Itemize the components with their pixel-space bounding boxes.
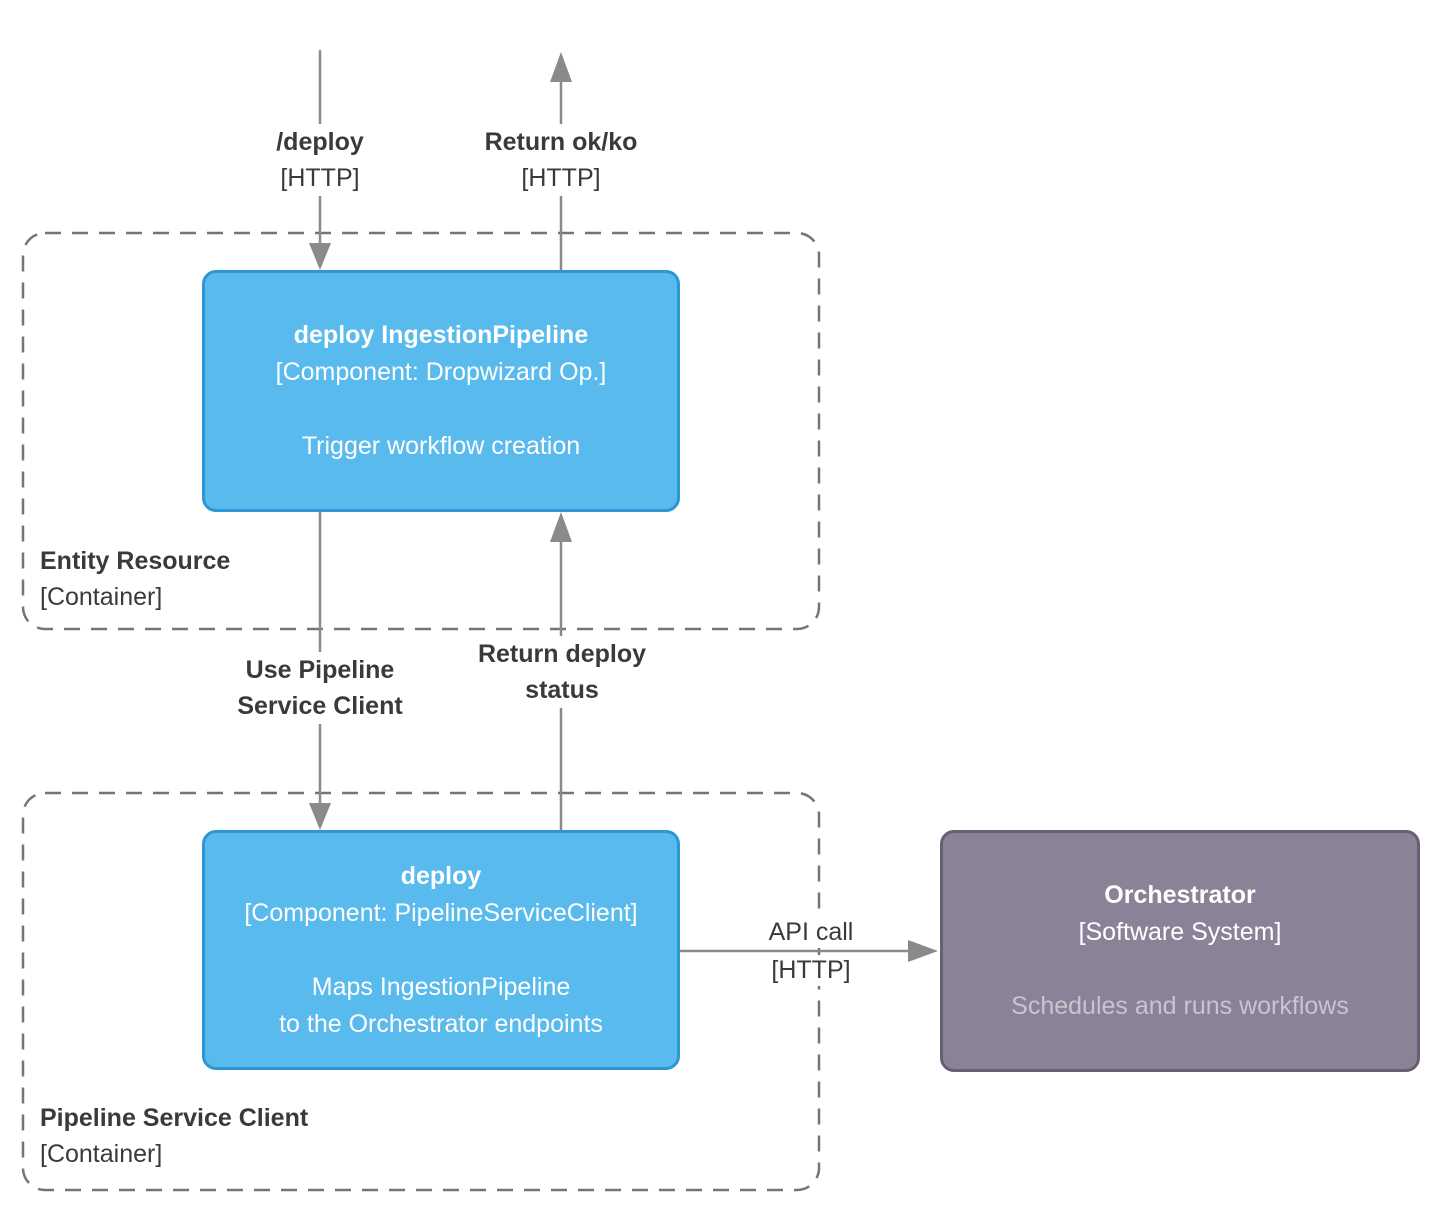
edge-label-api-call-technology: [HTTP] <box>741 955 881 986</box>
spacer <box>943 951 1417 988</box>
component-description: Trigger workflow creation <box>301 432 581 460</box>
software-system-orchestrator: Orchestrator [Software System] Schedules… <box>940 830 1420 1072</box>
edge-technology: [HTTP] <box>521 164 601 192</box>
component-subtitle: [Component: PipelineServiceClient] <box>244 898 638 927</box>
edge-name-line2: Service Client <box>237 692 403 720</box>
edge-name: Return ok/ko <box>484 128 638 156</box>
boundary-type: [Container] <box>40 1140 163 1168</box>
boundary-name: Pipeline Service Client <box>40 1104 309 1132</box>
component-title: deploy IngestionPipeline <box>293 321 589 349</box>
component-deploy-ingestion-pipeline: deploy IngestionPipeline [Component: Dro… <box>202 270 680 512</box>
component-title: deploy <box>400 861 482 890</box>
edge-name-line2: status <box>525 676 599 704</box>
boundary-name: Entity Resource <box>40 547 231 575</box>
edge-label-deploy-http: /deploy [HTTP] <box>210 124 430 196</box>
edge-label-use-pipeline-service-client: Use Pipeline Service Client <box>200 652 440 724</box>
component-description-line1: Maps IngestionPipeline <box>311 972 571 1001</box>
component-description-line2: to the Orchestrator endpoints <box>279 1009 603 1038</box>
pipeline-service-client-boundary-label: Pipeline Service Client [Container] <box>40 1100 308 1172</box>
edge-technology: [HTTP] <box>280 164 360 192</box>
edge-label-api-call: API call <box>741 917 881 948</box>
edge-name-line1: Return deploy <box>477 640 647 668</box>
spacer <box>205 391 677 428</box>
arrow-api-call <box>680 940 938 962</box>
edge-label-return-deploy-status: Return deploy status <box>442 636 682 708</box>
edge-name: /deploy <box>276 128 364 156</box>
pipeline-service-client-boundary <box>21 791 821 1192</box>
system-subtitle: [Software System] <box>1078 918 1282 946</box>
component-subtitle: [Component: Dropwizard Op.] <box>275 358 607 386</box>
component-deploy-pipeline-service-client: deploy [Component: PipelineServiceClient… <box>202 830 680 1070</box>
system-description: Schedules and runs workflows <box>1011 992 1349 1020</box>
edge-label-return-ok-ko: Return ok/ko [HTTP] <box>451 124 671 196</box>
entity-resource-boundary-label: Entity Resource [Container] <box>40 543 230 615</box>
system-title: Orchestrator <box>1104 881 1256 909</box>
boundary-type: [Container] <box>40 583 163 611</box>
edge-name-line1: Use Pipeline <box>245 656 395 684</box>
entity-resource-boundary <box>21 231 821 631</box>
spacer <box>205 932 677 969</box>
